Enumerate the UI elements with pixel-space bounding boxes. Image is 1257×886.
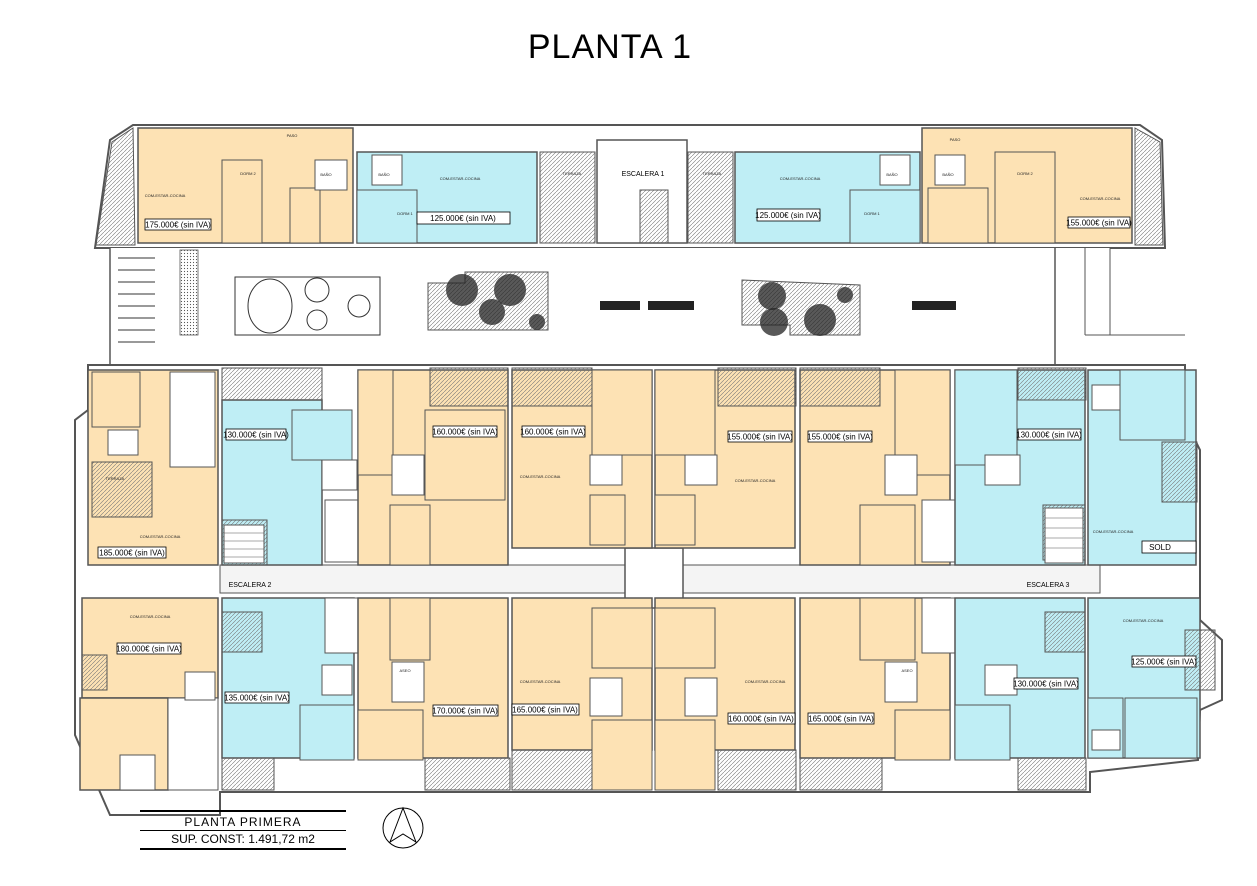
svg-text:155.000€ (sin IVA): 155.000€ (sin IVA) [1066,219,1132,228]
svg-text:165.000€ (sin IVA): 165.000€ (sin IVA) [512,706,578,715]
room-label: TERRAZA [703,171,722,176]
room-label: COM-ESTAR-COCINA [735,478,776,483]
page-title: PLANTA 1 [527,28,693,66]
svg-text:125.000€ (sin IVA): 125.000€ (sin IVA) [1131,658,1197,667]
price-tag: 175.000€ (sin IVA) [144,218,212,231]
price-tag: 160.000€ (sin IVA) [432,425,498,438]
room-label: COM-ESTAR-COCINA [520,474,561,479]
price-tag: 125.000€ (sin IVA) [755,208,821,222]
svg-text:180.000€ (sin IVA): 180.000€ (sin IVA) [116,645,182,654]
svg-text:160.000€ (sin IVA): 160.000€ (sin IVA) [520,428,586,437]
room-label: COM-ESTAR-COCINA [1093,529,1134,534]
svg-text:125.000€ (sin IVA): 125.000€ (sin IVA) [430,214,496,223]
price-tag: 160.000€ (sin IVA) [727,712,796,725]
svg-text:185.000€ (sin IVA): 185.000€ (sin IVA) [99,549,165,558]
price-tag: 130.000€ (sin IVA) [223,428,289,441]
bench-3 [912,301,956,310]
legend-floor-name: PLANTA PRIMERA [184,815,302,829]
escalera-1-label: ESCALERA 1 [622,171,665,178]
price-tag: 155.000€ (sin IVA) [727,430,793,443]
terraza-top-left [95,127,136,246]
price-tag: 155.000€ (sin IVA) [1066,216,1132,229]
room-label: ASEO [399,668,410,673]
play-area [234,276,381,336]
price-tag: 180.000€ (sin IVA) [116,642,182,655]
bike-racks [118,257,155,343]
price-tag: 125.000€ (sin IVA) [1131,655,1197,668]
price-tag: 165.000€ (sin IVA) [807,712,875,725]
terraza-top-right [1134,127,1164,246]
room-label: DORM 2 [1017,171,1033,176]
north-arrow-icon [382,806,424,849]
svg-text:135.000€ (sin IVA): 135.000€ (sin IVA) [224,694,290,703]
room-label: BAÑO [320,172,331,177]
room-label: COM-ESTAR-COCINA [1080,196,1121,201]
svg-text:175.000€ (sin IVA): 175.000€ (sin IVA) [145,221,211,230]
room-label: TERRAZA [106,476,125,481]
escalera-2-label: ESCALERA 2 [229,582,272,589]
room-label: ASEO [901,668,912,673]
room-label: COM-ESTAR-COCINA [1123,618,1164,623]
lower-block [74,364,1223,816]
svg-text:130.000€ (sin IVA): 130.000€ (sin IVA) [1016,431,1082,440]
room-label: COM-ESTAR-COCINA [780,176,821,181]
price-tag: 165.000€ (sin IVA) [511,703,580,716]
price-tag: 135.000€ (sin IVA) [224,691,290,704]
bench-2 [648,301,694,310]
room-label: DORM 1 [864,211,880,216]
room-label: DORM 2 [240,171,256,176]
room-label: COM-ESTAR-COCINA [745,679,786,684]
stairs-3 [1044,507,1084,564]
legend-box: PLANTA PRIMERA SUP. CONST: 1.491,72 m2 [140,810,346,850]
escalera-3-label: ESCALERA 3 [1027,582,1070,589]
room-label: COM-ESTAR-COCINA [130,614,171,619]
room-label: BAÑO [942,172,953,177]
svg-text:155.000€ (sin IVA): 155.000€ (sin IVA) [807,433,873,442]
price-tag: 160.000€ (sin IVA) [520,425,586,438]
sold-badge: SOLD [1141,540,1197,554]
room-label: PASO [287,133,298,138]
room-label: COM-ESTAR-COCINA [145,193,186,198]
room-label: BAÑO [886,172,897,177]
svg-text:160.000€ (sin IVA): 160.000€ (sin IVA) [728,715,794,724]
svg-text:160.000€ (sin IVA): 160.000€ (sin IVA) [432,428,498,437]
room-label: COM-ESTAR-COCINA [520,679,561,684]
room-label: TERRAZA [563,171,582,176]
svg-text:130.000€ (sin IVA): 130.000€ (sin IVA) [1013,680,1079,689]
svg-text:125.000€ (sin IVA): 125.000€ (sin IVA) [755,211,821,220]
price-tag: 125.000€ (sin IVA) [416,211,511,225]
room-label: BAÑO [378,172,389,177]
room-label: COM-ESTAR-COCINA [140,534,181,539]
svg-text:165.000€ (sin IVA): 165.000€ (sin IVA) [808,715,874,724]
price-tag: 130.000€ (sin IVA) [1013,677,1079,690]
room-label: DORM 1 [397,211,413,216]
price-tag: 170.000€ (sin IVA) [432,704,499,717]
svg-text:130.000€ (sin IVA): 130.000€ (sin IVA) [223,431,289,440]
bench-1 [600,301,640,310]
svg-text:SOLD: SOLD [1149,543,1171,552]
stairs-2 [223,524,265,564]
price-tag: 130.000€ (sin IVA) [1016,428,1082,441]
legend-surface: SUP. CONST: 1.491,72 m2 [171,832,315,846]
price-tags: 175.000€ (sin IVA) 125.000€ (sin IVA) 12… [97,208,1197,725]
patio [109,248,1185,365]
room-label: PASO [950,137,961,142]
svg-text:170.000€ (sin IVA): 170.000€ (sin IVA) [432,707,498,716]
escalera-1-core [539,151,596,244]
price-tag: 155.000€ (sin IVA) [807,430,873,443]
planter-left [179,249,199,336]
svg-text:155.000€ (sin IVA): 155.000€ (sin IVA) [727,433,793,442]
top-block [93,124,1167,249]
room-label: COM-ESTAR-COCINA [440,176,481,181]
price-tag: 185.000€ (sin IVA) [97,546,167,559]
